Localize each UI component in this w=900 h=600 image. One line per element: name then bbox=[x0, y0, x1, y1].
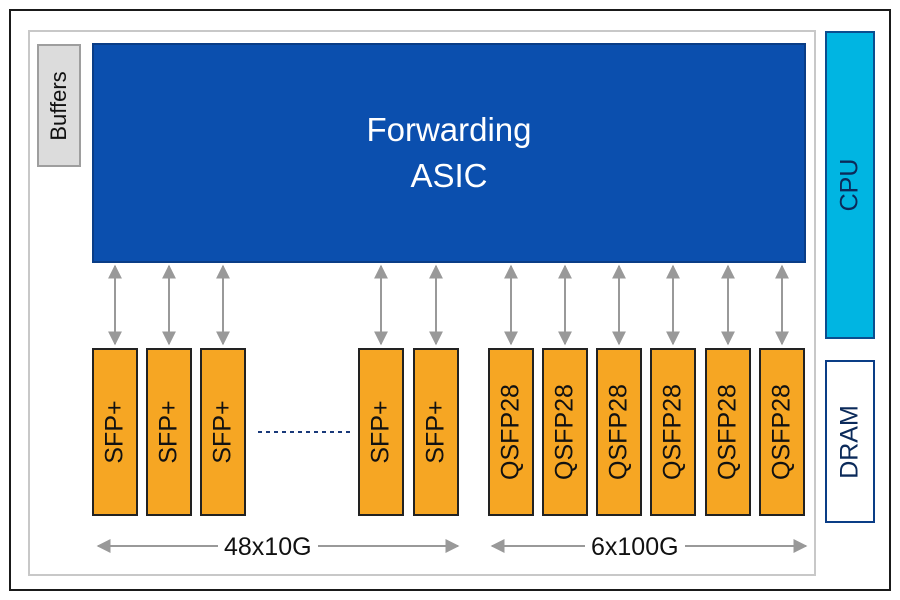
qsfp-bandwidth-label: 6x100G bbox=[585, 533, 685, 562]
qsfp28-port-label: QSFP28 bbox=[713, 384, 742, 480]
asic-label-line1: Forwarding bbox=[366, 111, 532, 148]
sfp-port-label: SFP+ bbox=[100, 400, 129, 464]
qsfp28-port-label: QSFP28 bbox=[496, 384, 525, 480]
sfp-port: SFP+ bbox=[413, 348, 459, 516]
qsfp28-port-label: QSFP28 bbox=[658, 384, 687, 480]
sfp-port: SFP+ bbox=[358, 348, 404, 516]
qsfp28-port-label: QSFP28 bbox=[767, 384, 796, 480]
qsfp28-port: QSFP28 bbox=[488, 348, 534, 516]
qsfp28-port: QSFP28 bbox=[650, 348, 696, 516]
qsfp28-port: QSFP28 bbox=[542, 348, 588, 516]
switch-board-outline bbox=[28, 30, 816, 576]
qsfp28-port: QSFP28 bbox=[596, 348, 642, 516]
qsfp28-port-label: QSFP28 bbox=[550, 384, 579, 480]
dram-block: DRAM bbox=[825, 360, 875, 523]
sfp-bandwidth-label: 48x10G bbox=[218, 533, 318, 562]
asic-label-line2: ASIC bbox=[410, 157, 488, 194]
cpu-block: CPU bbox=[825, 31, 875, 339]
asic-port-link-group bbox=[108, 264, 789, 346]
buffers-block: Buffers bbox=[37, 44, 81, 167]
switch-chassis-outline bbox=[9, 9, 891, 591]
sfp-port-label: SFP+ bbox=[154, 400, 183, 464]
qsfp28-port: QSFP28 bbox=[705, 348, 751, 516]
qsfp28-port: QSFP28 bbox=[759, 348, 805, 516]
forwarding-asic-block: Forwarding ASIC bbox=[92, 43, 806, 263]
sfp-port-label: SFP+ bbox=[366, 400, 395, 464]
sfp-port: SFP+ bbox=[200, 348, 246, 516]
sfp-port-label: SFP+ bbox=[421, 400, 450, 464]
sfp-port-label: SFP+ bbox=[208, 400, 237, 464]
qsfp28-port-label: QSFP28 bbox=[604, 384, 633, 480]
sfp-port: SFP+ bbox=[146, 348, 192, 516]
sfp-port: SFP+ bbox=[92, 348, 138, 516]
